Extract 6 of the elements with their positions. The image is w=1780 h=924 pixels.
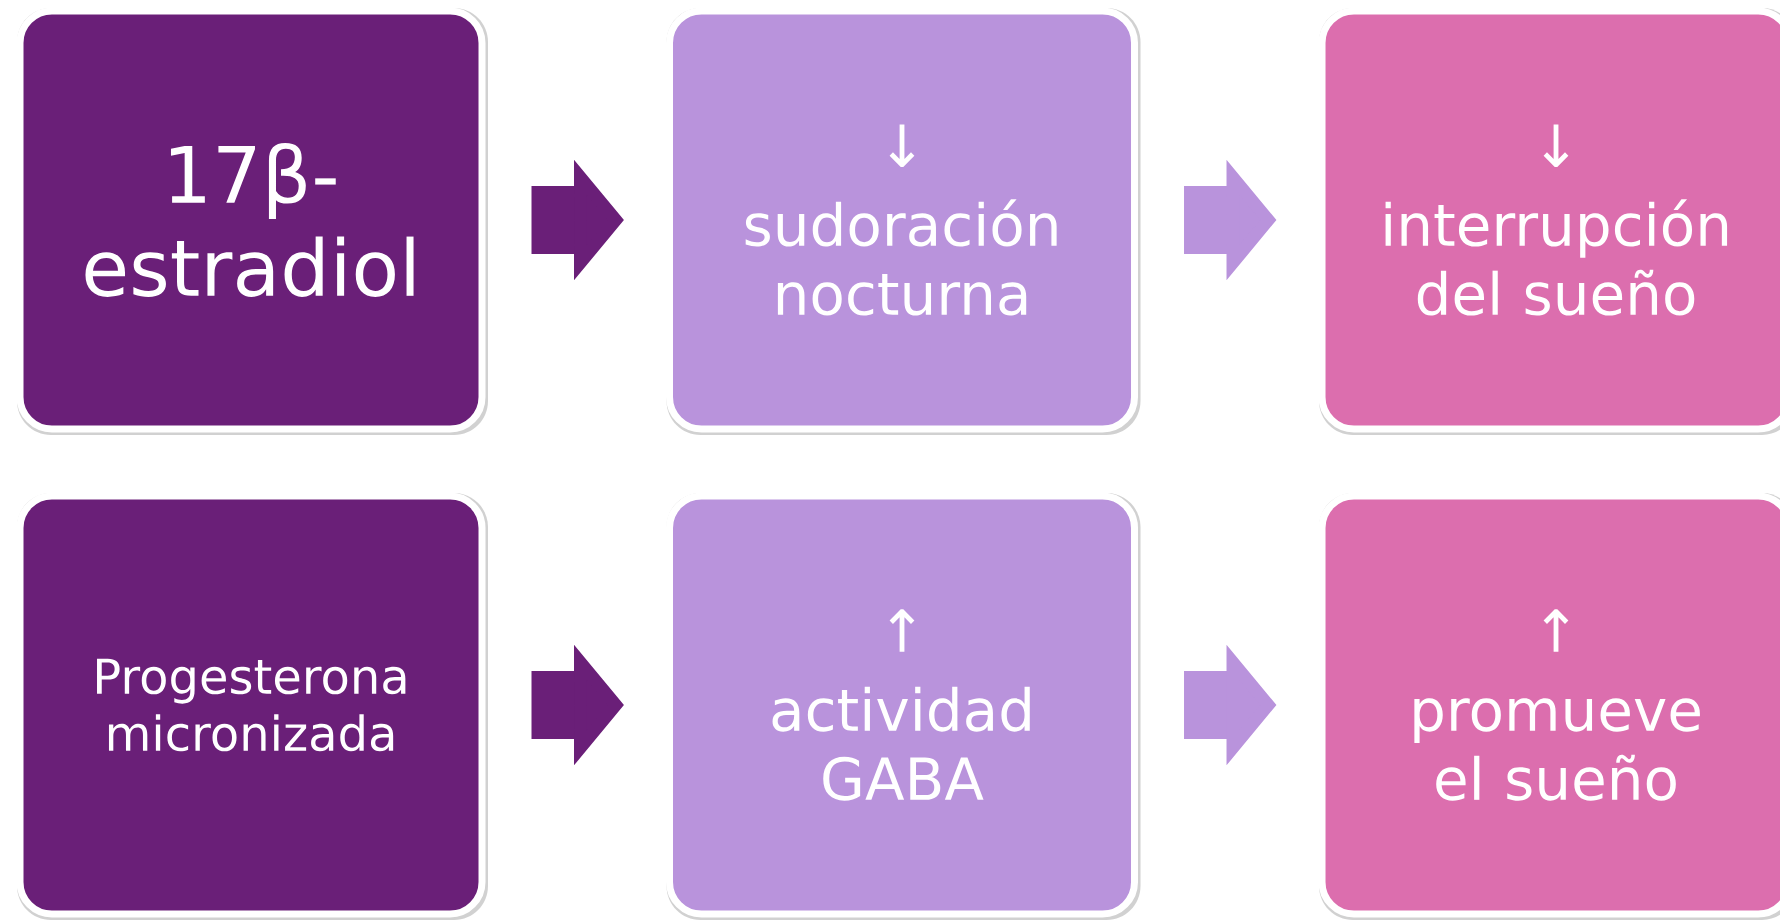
process-box: 17β-estradiol <box>16 7 488 435</box>
process-box: ↑ promueve el sueño <box>1318 492 1780 920</box>
process-box: ↓ sudoración nocturna <box>666 7 1141 435</box>
process-box: ↓ interrupción del sueño <box>1318 7 1780 435</box>
process-box: Progesterona micronizada <box>16 492 488 920</box>
process-box: ↑ actividad GABA <box>666 492 1141 920</box>
